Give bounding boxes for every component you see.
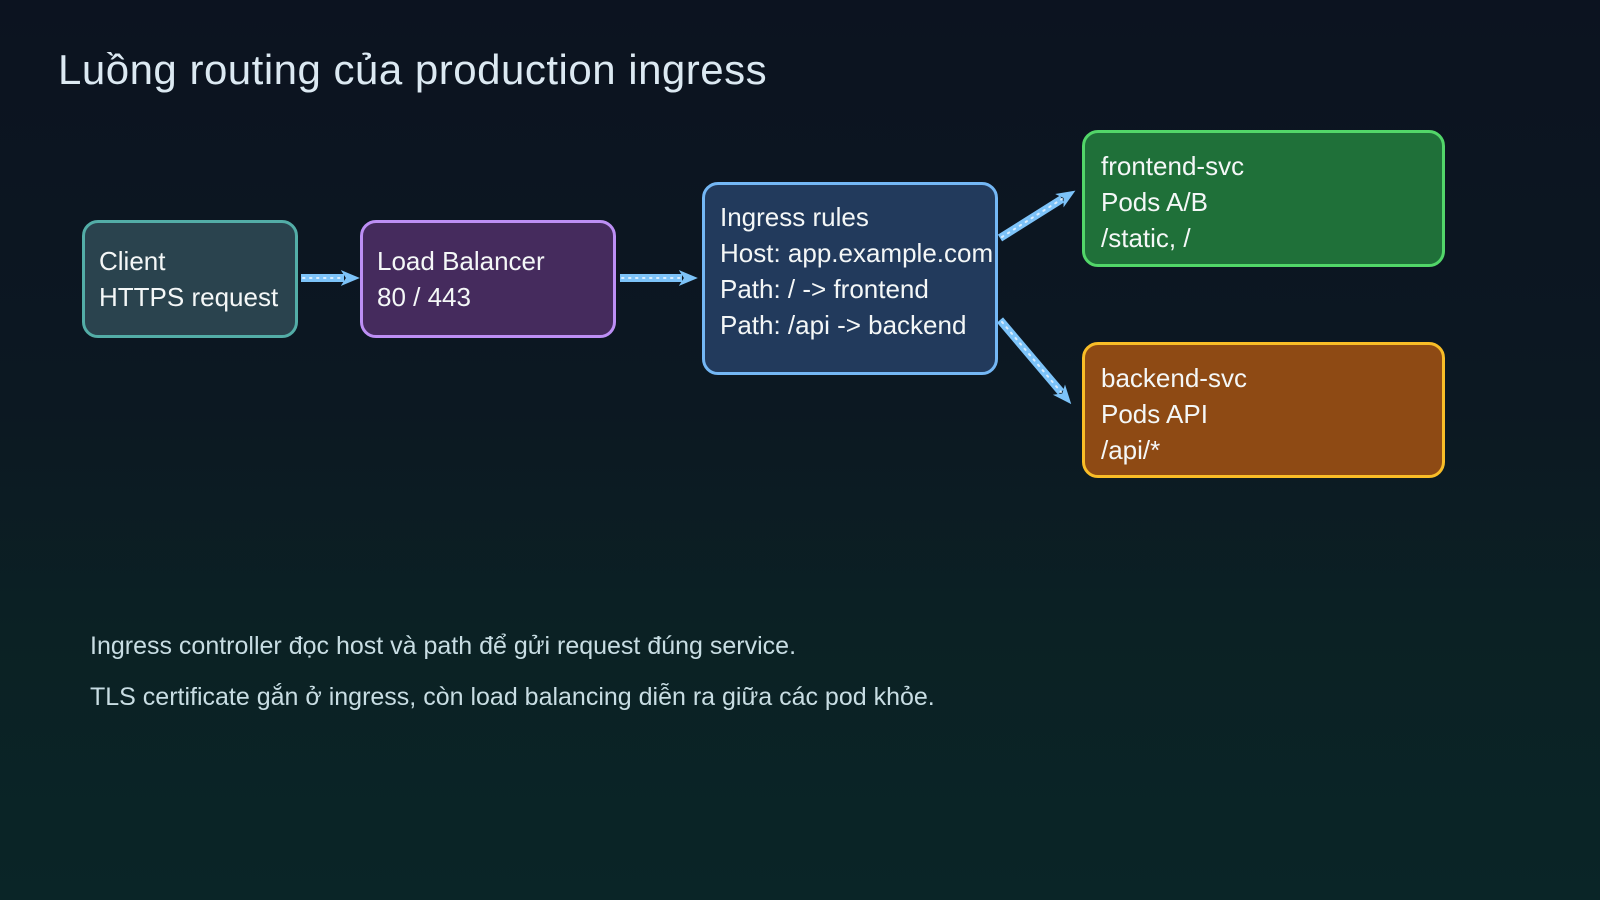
footnote-routing: Ingress controller đọc host và path để g… [90,632,797,660]
footnote-tls: TLS certificate gắn ở ingress, còn load … [90,683,935,711]
node-ingress-line: Host: app.example.com [720,238,994,268]
node-backend-line: Pods API [1101,399,1208,429]
node-frontend-svc: frontend-svc Pods A/B /static, / [1082,130,1445,267]
node-ingress-line: Path: /api -> backend [720,310,967,340]
node-backend-svc: backend-svc Pods API /api/* [1082,342,1445,478]
node-load-balancer-line: Load Balancer [377,246,545,276]
node-client-line: Client [99,246,166,276]
arrow-ingress-to-frontend [997,190,1076,242]
node-load-balancer-line: 80 / 443 [377,282,471,312]
arrow-ingress-to-backend [996,317,1072,405]
node-load-balancer: Load Balancer 80 / 443 [360,220,616,338]
node-ingress-line: Path: / -> frontend [720,274,929,304]
node-frontend-line: frontend-svc [1101,151,1245,181]
page-title: Luồng routing của production ingress [58,46,768,93]
node-ingress-line: Ingress rules [720,202,869,232]
node-ingress-rules: Ingress rules Host: app.example.com Path… [702,182,998,375]
node-frontend-line: Pods A/B [1101,187,1208,217]
node-backend-line: backend-svc [1101,363,1247,393]
node-client: Client HTTPS request [82,220,298,338]
node-client-line: HTTPS request [99,282,279,312]
node-backend-line: /api/* [1101,435,1161,465]
footnotes: Ingress controller đọc host và path để g… [90,632,935,734]
node-frontend-line: /static, / [1101,223,1191,253]
